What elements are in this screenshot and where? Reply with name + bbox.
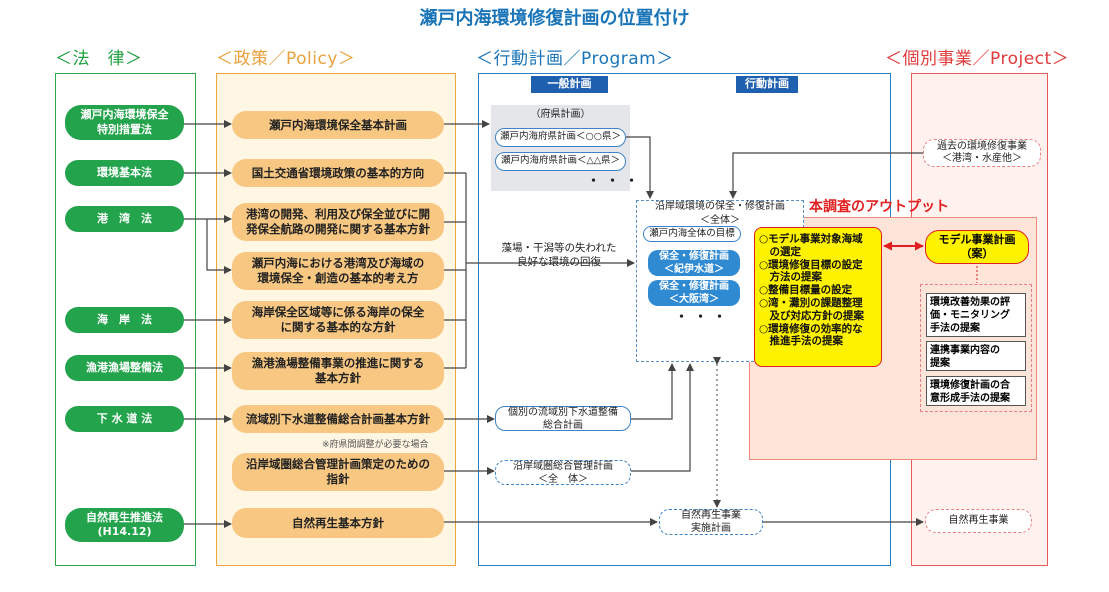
header-program: ＜行動計画／Program＞ xyxy=(476,49,674,69)
policy-sewerage-basic: 流域別下水道整備総合計画基本方針 xyxy=(232,405,444,433)
coastal-osaka-plan: 保全・修復計画＜大阪湾＞ xyxy=(648,280,740,306)
policy-fishing-port: 漁港漁場整備事業の推進に関する基本方針 xyxy=(232,352,444,390)
law-fishing-port: 漁港漁場整備法 xyxy=(65,355,184,381)
coastal-goal: 瀬戸内海全体の目標 xyxy=(643,226,741,242)
output-item-2: ○環境修復目標の設定 方法の提案 xyxy=(759,258,863,284)
subitem-evaluation: 環境改善効果の評価・モニタリング手法の提案 xyxy=(926,293,1026,337)
prefecture-plan-1: 瀬戸内海府県計画＜○○県＞ xyxy=(495,128,626,147)
nature-restoration-plan: 自然再生事業実施計画 xyxy=(659,509,763,535)
law-environment-basic: 環境基本法 xyxy=(65,160,184,186)
coastal-plans-more: ・・・ xyxy=(675,310,733,325)
coastal-kii-plan: 保全・修復計画＜紀伊水道＞ xyxy=(648,250,740,276)
sewer-individual-plan: 個別の流域別下水道整備総合計画 xyxy=(495,406,631,431)
tab-action-plan: 行動計画 xyxy=(736,76,798,93)
output-items-box: ○モデル事業対象海域 の選定 ○環境修復目標の設定 方法の提案 ○整備目標量の設… xyxy=(754,227,882,367)
subitem-consensus: 環境修復計画の合意形成手法の提案 xyxy=(926,376,1026,406)
law-sewerage: 下 水 道 法 xyxy=(65,406,184,432)
diagram-title: 瀬戸内海環境修復計画の位置付け xyxy=(419,8,690,29)
output-title: 本調査のアウトプット xyxy=(809,199,949,215)
prefecture-plans-group xyxy=(491,105,630,191)
output-item-1: ○モデル事業対象海域 の選定 xyxy=(759,233,863,258)
law-port: 港 湾 法 xyxy=(65,206,184,232)
project-past-restoration: 過去の環境修復事業＜港湾・水産他＞ xyxy=(923,139,1041,167)
law-coast: 海 岸 法 xyxy=(65,307,184,333)
policy-nature-restoration: 自然再生基本方針 xyxy=(232,508,444,538)
output-item-3: ○整備目標量の設定 xyxy=(759,284,853,297)
project-nature-restoration: 自然再生事業 xyxy=(925,509,1032,533)
output-item-4: ○湾・灘別の課題整理 及び対応方針の提案 xyxy=(759,296,864,322)
policy-coast-conservation: 海岸保全区域等に係る海岸の保全に関する基本的な方針 xyxy=(232,301,444,339)
policy-coastal-management: 沿岸域圏総合管理計画策定のための指針 xyxy=(232,453,444,491)
model-project-plan: モデル事業計画（案） xyxy=(925,230,1029,264)
policy-setouchi-port-sea: 瀬戸内海における港湾及び海域の環境保全・創造の基本的考え方 xyxy=(232,252,444,290)
coastal-plan-title: 沿岸域環境の保全・修復計画＜全体＞ xyxy=(655,201,785,226)
header-law: ＜法 律＞ xyxy=(55,49,143,69)
policy-note: ※府県間調整が必要な場合 xyxy=(322,440,429,450)
prefecture-plans-more: ・・・ xyxy=(587,174,645,189)
policy-port-development: 港湾の開発、利用及び保全並びに開発保全航路の開発に関する基本方針 xyxy=(232,203,444,241)
header-policy: ＜政策／Policy＞ xyxy=(216,49,356,69)
prefecture-plan-2: 瀬戸内海府県計画＜△△県＞ xyxy=(495,152,626,171)
law-setouchi: 瀬戸内海環境保全特別措置法 xyxy=(65,105,184,140)
policy-setouchi-basic-plan: 瀬戸内海環境保全基本計画 xyxy=(232,111,444,139)
law-nature-restoration: 自然再生推進法(H14.12) xyxy=(65,508,184,542)
output-item-5: ○環境修復の効率的な 推進手法の提案 xyxy=(759,322,863,348)
coastal-management-plan: 沿岸域圏総合管理計画＜全 体＞ xyxy=(495,460,631,485)
policy-mlit-direction: 国土交通省環境政策の基本的方向 xyxy=(232,159,444,187)
tab-general-plan: 一般計画 xyxy=(531,76,608,93)
prefecture-plans-label: （府県計画） xyxy=(530,109,591,120)
header-project: ＜個別事業／Project＞ xyxy=(885,49,1070,69)
subitem-collaboration: 連携事業内容の提案 xyxy=(926,341,1026,371)
arrow-label-restoration: 藻場・干潟等の失われた良好な環境の回復 xyxy=(501,242,617,269)
